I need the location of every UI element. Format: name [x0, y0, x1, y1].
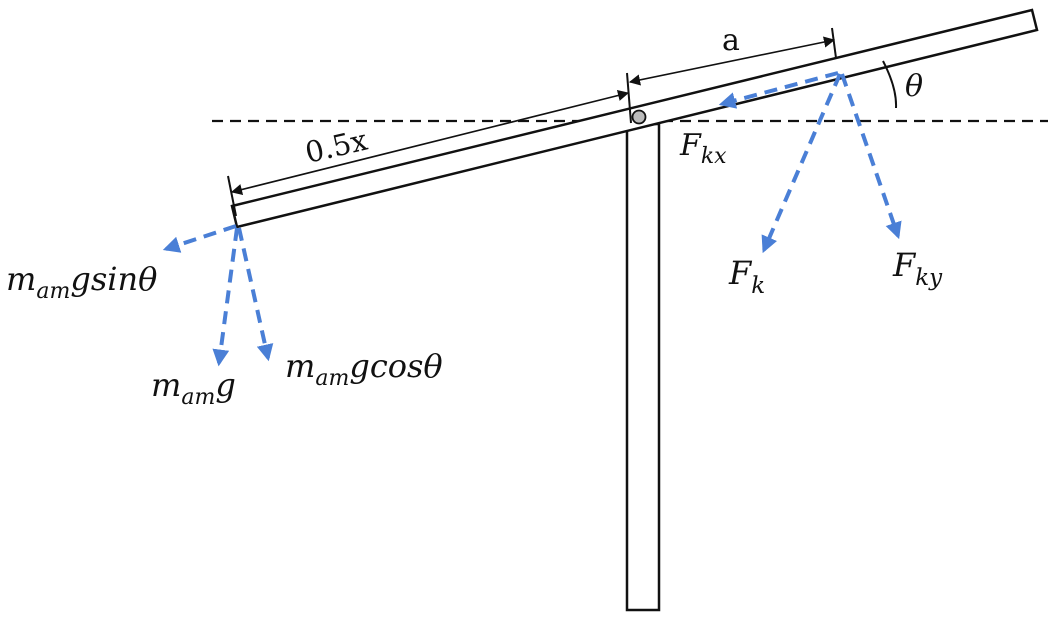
pivot-joint — [631, 109, 647, 125]
force-arrow-g — [212, 227, 239, 367]
label-m-g-cos-theta: mamgcosθ — [285, 347, 443, 391]
force-arrow-fk — [761, 73, 842, 254]
label-m-g: mamg — [151, 366, 236, 410]
label-fkx: Fkx — [679, 128, 727, 169]
label-m-g-sin-theta: mamgsinθ — [6, 260, 157, 304]
dimension-tick-left — [227, 175, 237, 217]
label-fky: Fky — [892, 246, 943, 291]
dimension-tick-a — [831, 27, 837, 59]
force-arrow-gcos — [237, 227, 274, 362]
label-fk: Fk — [728, 254, 765, 299]
label-half-x: 0.5x — [302, 123, 371, 170]
label-a: a — [722, 23, 740, 58]
force-arrow-fky — [840, 73, 902, 240]
label-theta: θ — [905, 69, 923, 104]
dimension-arrow-a — [628, 36, 836, 86]
dimension-arrow-half-x — [230, 90, 630, 195]
force-arrow-gsin — [162, 224, 237, 253]
angle-arc-theta — [882, 60, 898, 109]
support-post — [625, 122, 661, 612]
